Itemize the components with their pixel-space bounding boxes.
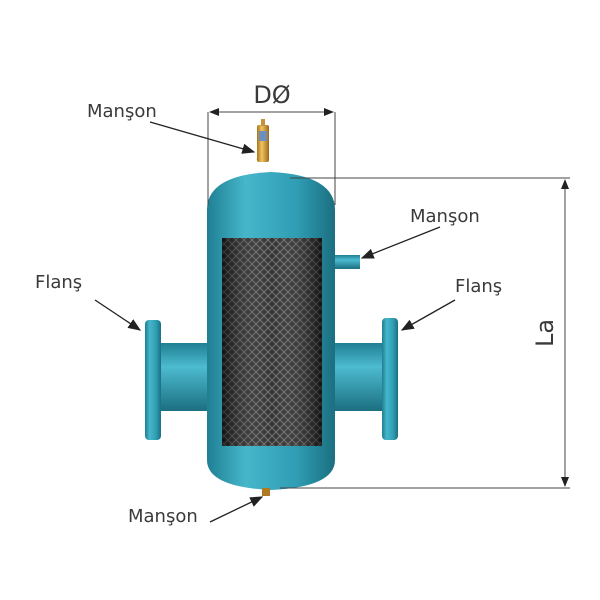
top-sleeve-leader [149, 121, 256, 154]
right-flange-label: Flanş [455, 276, 502, 297]
right-flange [330, 318, 398, 440]
side-sleeve-pipe [330, 255, 360, 269]
bottom-sleeve [262, 488, 270, 496]
diameter-dimension [207, 108, 336, 205]
side-sleeve-label: Manşon [410, 206, 480, 227]
top-sleeve-label: Manşon [87, 101, 157, 122]
height-dimension [280, 177, 570, 489]
left-flange-label: Flanş [35, 272, 82, 293]
bottom-sleeve-leader [209, 496, 264, 523]
right-flange-leader [400, 299, 456, 331]
height-label: La [531, 319, 559, 347]
left-flange-leader [94, 299, 142, 331]
bottom-sleeve-label: Manşon [128, 506, 198, 527]
diameter-label: DØ [253, 81, 290, 109]
air-vent [256, 119, 269, 162]
left-flange [145, 320, 210, 440]
side-sleeve-leader [360, 226, 441, 259]
